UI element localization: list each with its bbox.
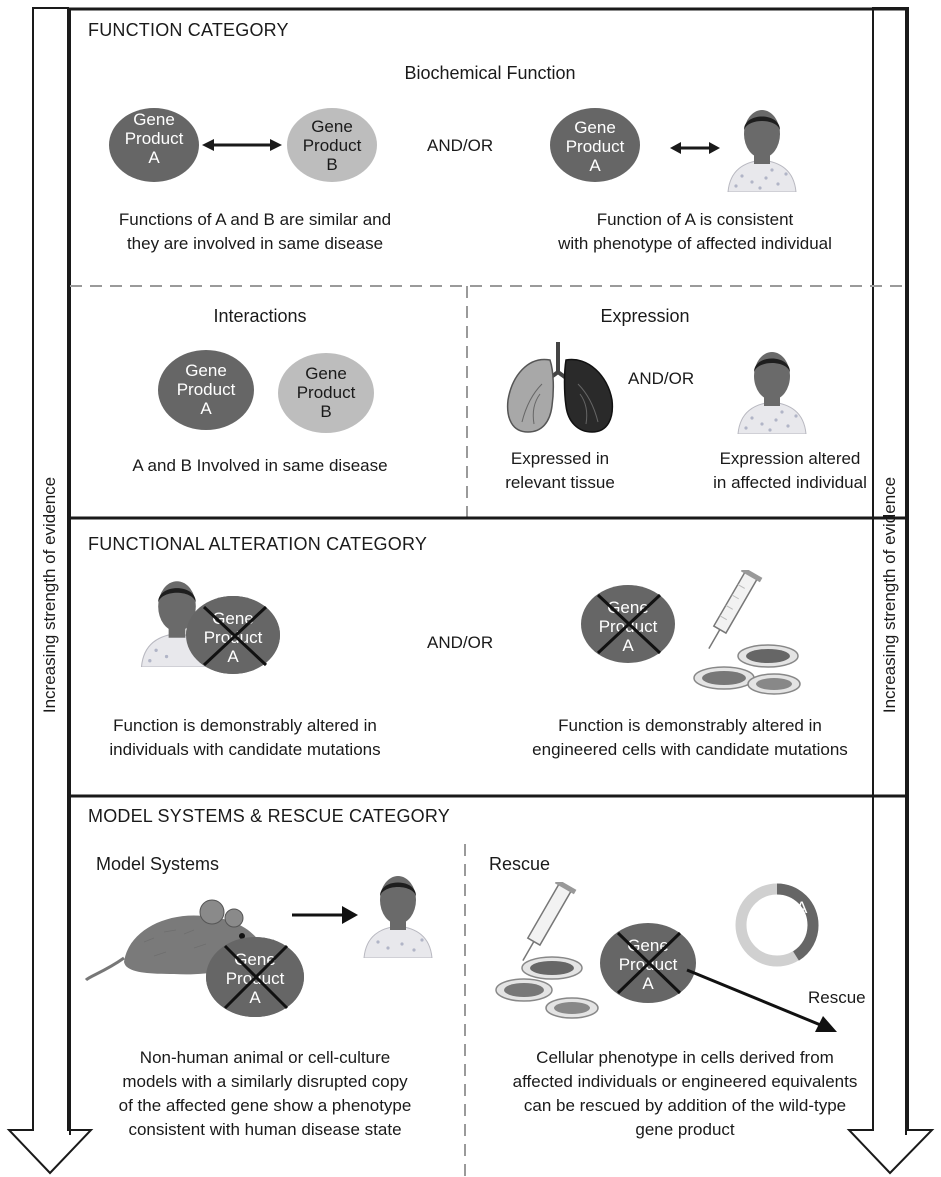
function-category-heading: FUNCTION CATEGORY [88, 20, 289, 40]
left-arrow-label: Increasing strength of evidence [40, 476, 59, 714]
alteration-caption-left: Function is demonstrably altered in indi… [109, 716, 381, 759]
interaction-b-label: Gene Product B [296, 364, 356, 421]
plasmid-label: A [796, 898, 808, 917]
person-icon [737, 352, 807, 434]
cross-icon [596, 593, 662, 655]
rescue-title: Rescue [489, 854, 551, 874]
cross-icon [202, 605, 268, 667]
person-icon [363, 876, 433, 958]
biochemical-function-title: Biochemical Function [404, 63, 576, 83]
ellipse-interaction-a [158, 350, 254, 430]
ellipse-gene-product-b [287, 108, 377, 182]
expression-andor: AND/OR [628, 369, 695, 388]
biochemical-caption-right: Function of A is consistent with phenoty… [558, 210, 832, 253]
ellipse-gene-product-a-right [550, 108, 640, 182]
ellipse-interaction-b [278, 353, 374, 433]
biochemical-andor: AND/OR [427, 136, 494, 155]
right-strength-arrow [846, 7, 935, 1175]
interactions-title: Interactions [213, 306, 307, 326]
arrowhead-right [270, 139, 282, 151]
person-icon [727, 110, 797, 192]
plasmid-icon [735, 883, 819, 967]
rescue-caption: Cellular phenotype in cells derived from… [512, 1048, 858, 1139]
expression-caption-left: Expressed in relevant tissue [505, 449, 615, 492]
functional-alteration-heading: FUNCTIONAL ALTERATION CATEGORY [88, 534, 428, 554]
ellipse-a2-label: Gene Product A [565, 118, 625, 175]
model-systems-title: Model Systems [96, 854, 220, 874]
cross-icon [616, 931, 682, 995]
rescue-arrow-icon [686, 968, 837, 1032]
ellipse-b-label: Gene Product B [302, 117, 362, 174]
alteration-andor: AND/OR [427, 633, 494, 652]
arrowhead-left [202, 139, 214, 151]
syringe-petri-dish-icon [495, 882, 599, 1019]
syringe-petri-dish-icon [693, 570, 801, 695]
left-strength-arrow [6, 7, 94, 1175]
ellipse-gene-product-a [109, 108, 199, 182]
cross-icon [223, 944, 289, 1010]
model-rescue-heading: MODEL SYSTEMS & RESCUE CATEGORY [88, 806, 450, 826]
model-caption: Non-human animal or cell-culture models … [118, 1048, 412, 1139]
rescue-arrow-label: Rescue [808, 988, 866, 1007]
expression-caption-right: Expression altered in affected individua… [713, 449, 867, 492]
arrow-right-icon [292, 906, 358, 924]
biochemical-caption-left: Functions of A and B are similar and the… [118, 210, 392, 253]
interaction-a-label: Gene Product A [176, 361, 236, 418]
ellipse-a-label: Gene Product A [124, 110, 184, 167]
right-arrow-label: Increasing strength of evidence [880, 476, 899, 714]
expression-title: Expression [600, 306, 690, 326]
alteration-caption-right: Function is demonstrably altered in engi… [532, 716, 848, 759]
interactions-caption: A and B Involved in same disease [132, 456, 388, 475]
lungs-icon [506, 342, 614, 433]
